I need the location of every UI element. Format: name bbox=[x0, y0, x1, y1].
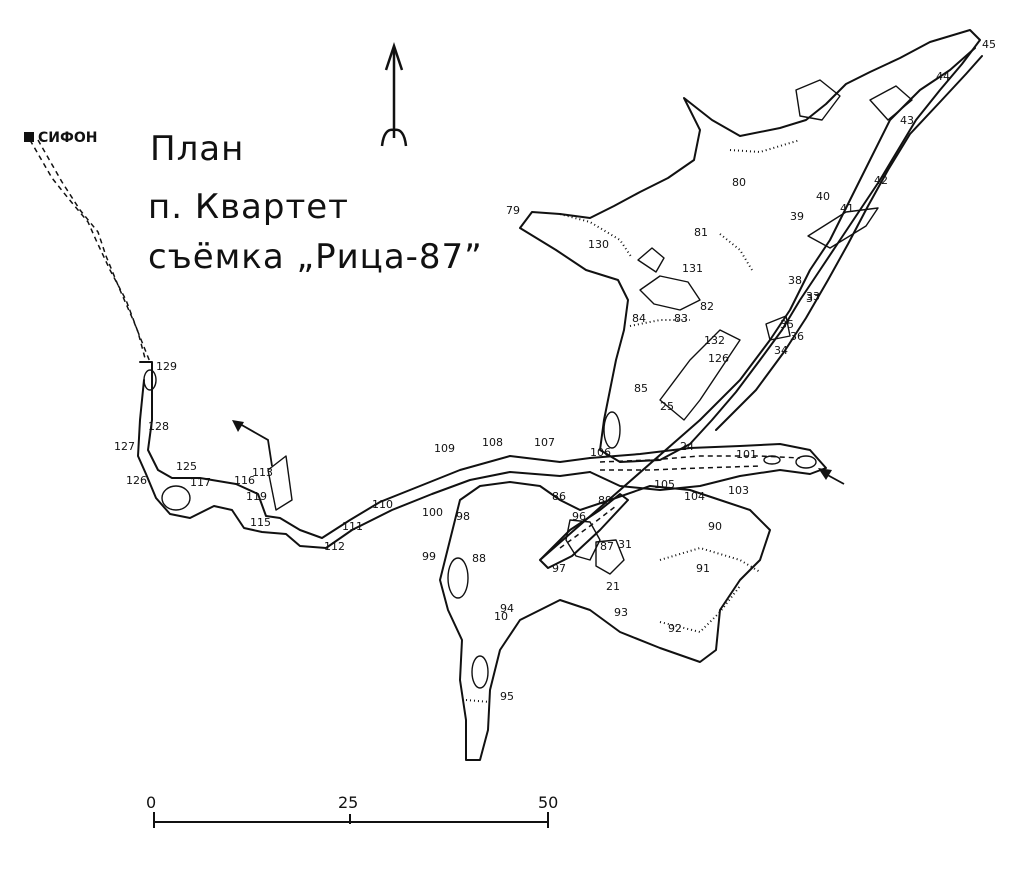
station-label: 86 bbox=[552, 490, 566, 503]
scale-tick-label: 50 bbox=[538, 793, 558, 812]
station-label: 107 bbox=[534, 436, 555, 449]
station-label: 96 bbox=[572, 510, 586, 523]
station-label: 108 bbox=[482, 436, 503, 449]
station-label: 81 bbox=[694, 226, 708, 239]
station-label: 87 bbox=[600, 540, 614, 553]
passage-arrow-icon bbox=[232, 420, 273, 467]
station-label: 117 bbox=[190, 476, 211, 489]
sifon-icon bbox=[24, 132, 34, 142]
station-label: 21 bbox=[606, 580, 620, 593]
map-title-line-1: План bbox=[150, 129, 244, 169]
scale-bar: 0 25 50 bbox=[146, 793, 558, 828]
station-label: 33 bbox=[806, 290, 820, 303]
station-label: 25 bbox=[660, 400, 674, 413]
station-label: 115 bbox=[250, 516, 271, 529]
station-label: 111 bbox=[342, 520, 363, 533]
station-label: 43 bbox=[900, 114, 914, 127]
station-label: 109 bbox=[434, 442, 455, 455]
station-label: 131 bbox=[682, 262, 703, 275]
map-title-line-3: съёмка „Рица-87” bbox=[148, 237, 483, 277]
station-label: 101 bbox=[736, 448, 757, 461]
station-label: 24 bbox=[680, 440, 694, 453]
station-label: 104 bbox=[684, 490, 705, 503]
station-label: 100 bbox=[422, 506, 443, 519]
station-label: 88 bbox=[472, 552, 486, 565]
station-label: 36 bbox=[790, 330, 804, 343]
station-label: 82 bbox=[700, 300, 714, 313]
station-label: 127 bbox=[114, 440, 135, 453]
station-label: 128 bbox=[148, 420, 169, 433]
station-label: 94 bbox=[500, 602, 514, 615]
station-label: 119 bbox=[246, 490, 267, 503]
ne-passage bbox=[699, 47, 976, 421]
station-label: 110 bbox=[372, 498, 393, 511]
station-label: 40 bbox=[816, 190, 830, 203]
station-label: 129 bbox=[156, 360, 177, 373]
station-label: 89 bbox=[598, 494, 612, 507]
station-labels: 45 44 43 42 41 40 39 38 37 36 35 34 33 1… bbox=[114, 38, 996, 703]
station-label: 105 bbox=[654, 478, 675, 491]
station-label: 37 bbox=[806, 292, 820, 305]
sifon-label: СИФОН bbox=[38, 130, 98, 146]
station-label: 106 bbox=[590, 446, 611, 459]
station-label: 44 bbox=[936, 70, 950, 83]
scale-tick-label: 25 bbox=[338, 793, 358, 812]
station-label: 83 bbox=[674, 312, 688, 325]
scale-tick-label: 0 bbox=[146, 793, 156, 812]
station-label: 35 bbox=[780, 318, 794, 331]
sifon-passage bbox=[29, 139, 147, 363]
station-label: 38 bbox=[788, 274, 802, 287]
station-label: 116 bbox=[234, 474, 255, 487]
station-label: 41 bbox=[840, 202, 854, 215]
station-label: 126 bbox=[708, 352, 729, 365]
station-label: 39 bbox=[790, 210, 804, 223]
station-label: 130 bbox=[588, 238, 609, 251]
central-shaft bbox=[539, 493, 629, 569]
station-label: 45 bbox=[982, 38, 996, 51]
station-label: 79 bbox=[506, 204, 520, 217]
station-label: 42 bbox=[874, 174, 888, 187]
station-label: 103 bbox=[728, 484, 749, 497]
station-label: 98 bbox=[456, 510, 470, 523]
station-label: 113 bbox=[252, 466, 273, 479]
station-label: 99 bbox=[422, 550, 436, 563]
station-label: 85 bbox=[634, 382, 648, 395]
station-label: 95 bbox=[500, 690, 514, 703]
north-arrow-icon bbox=[380, 42, 408, 147]
map-title-line-2: п. Квартет bbox=[148, 187, 349, 227]
station-label: 125 bbox=[176, 460, 197, 473]
station-label: 92 bbox=[668, 622, 682, 635]
south-lobe bbox=[439, 481, 771, 761]
sifon-marker: СИФОН bbox=[24, 130, 98, 146]
station-label: 10 bbox=[494, 610, 508, 623]
station-label: 126 bbox=[126, 474, 147, 487]
station-label: 31 bbox=[618, 538, 632, 551]
station-label: 93 bbox=[614, 606, 628, 619]
station-label: 112 bbox=[324, 540, 345, 553]
west-passage bbox=[139, 361, 591, 539]
east-passage bbox=[589, 443, 827, 491]
station-label: 80 bbox=[732, 176, 746, 189]
station-label: 97 bbox=[552, 562, 566, 575]
north-chamber bbox=[519, 29, 981, 463]
entrance-arrow-icon bbox=[818, 468, 845, 485]
station-label: 90 bbox=[708, 520, 722, 533]
station-label: 34 bbox=[774, 344, 788, 357]
station-label: 91 bbox=[696, 562, 710, 575]
station-label: 84 bbox=[632, 312, 646, 325]
station-label: 132 bbox=[704, 334, 725, 347]
